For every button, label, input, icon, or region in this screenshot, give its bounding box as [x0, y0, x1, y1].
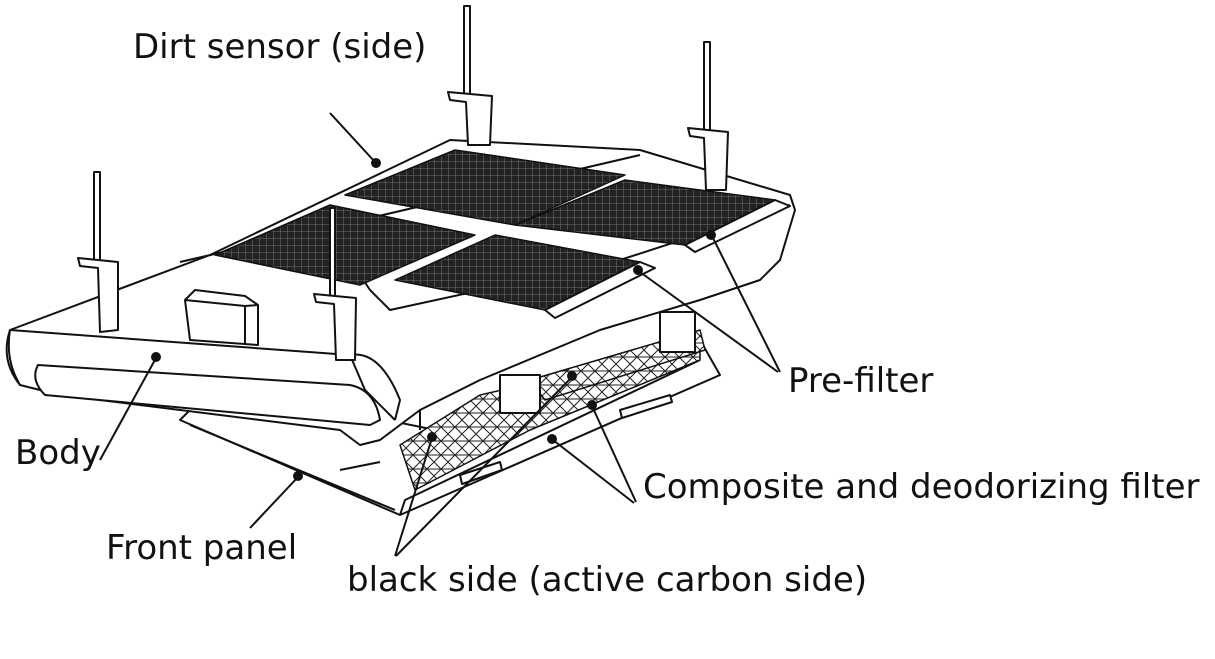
leader-lines — [99, 112, 781, 557]
hanger-bolts — [77, 5, 729, 361]
pre-filter-label: Pre-filter — [788, 361, 934, 401]
front-panel-label: Front panel — [106, 528, 298, 568]
composite-filter-label: Composite and deodorizing filter — [643, 467, 1200, 507]
body-label: Body — [15, 433, 101, 473]
top-grilles — [214, 149, 626, 286]
dirt-sensor-label: Dirt sensor (side) — [133, 27, 427, 67]
black-side-label: black side (active carbon side) — [347, 560, 868, 600]
dirt-sensor-box — [184, 289, 259, 346]
